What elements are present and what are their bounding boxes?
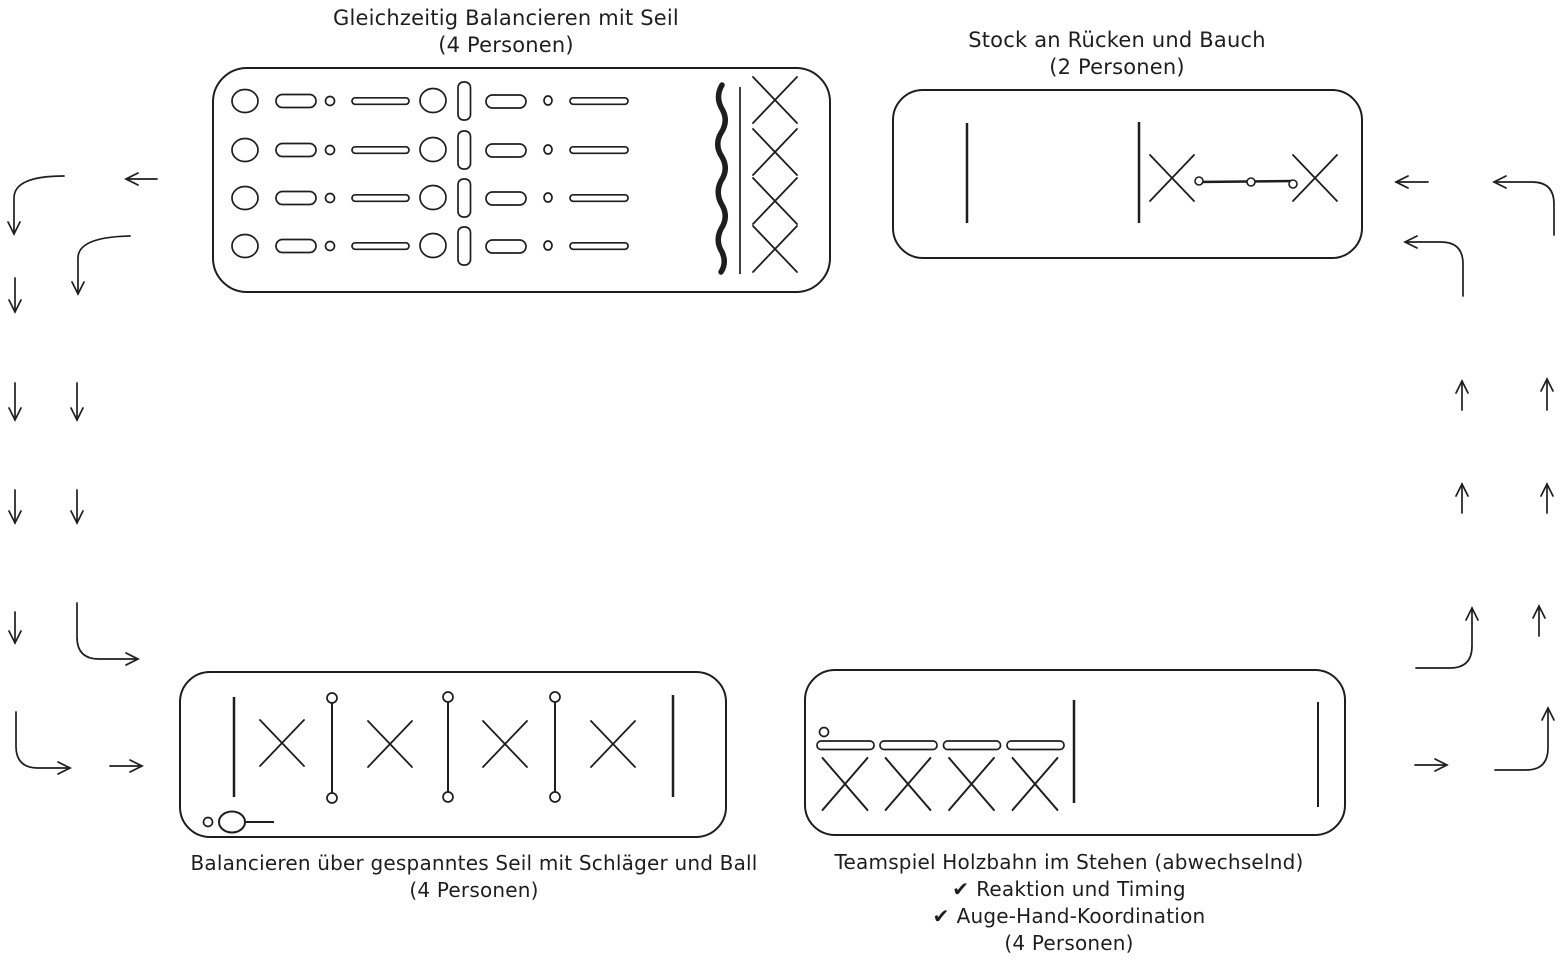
station-title: Gleichzeitig Balancieren mit Seil xyxy=(333,6,679,30)
station-box xyxy=(804,669,1346,836)
track-segment-with-person xyxy=(944,741,1001,810)
flow-arrows-right xyxy=(1394,175,1555,772)
racket-and-ball-icon xyxy=(202,810,274,834)
person-x-icon xyxy=(482,720,528,768)
flow-arrow-turn-up-icon xyxy=(1494,706,1555,771)
flow-arrow-turn-up-icon xyxy=(1415,606,1479,669)
rope-wavy-icon xyxy=(715,82,728,275)
station-title: Teamspiel Holzbahn im Stehen (abwechseln… xyxy=(834,850,1304,874)
station-bottom-right-drawing xyxy=(804,669,1346,836)
person-x-icon xyxy=(259,719,305,767)
person-x-icon xyxy=(590,720,636,768)
bullet-line: ✔Auge-Hand-Koordination xyxy=(769,903,1369,930)
station-top-left-title: Gleichzeitig Balancieren mit Seil (4 Per… xyxy=(206,5,806,59)
station-top-right-title: Stock an Rücken und Bauch (2 Personen) xyxy=(817,27,1417,81)
check-icon: ✔ xyxy=(952,877,970,901)
ball-icon xyxy=(818,726,830,738)
track-segment-with-person xyxy=(817,741,874,810)
person-x-icon xyxy=(752,128,798,176)
person-x-icon xyxy=(752,177,798,225)
tensioned-rope-icon xyxy=(326,692,338,804)
person-x-icon xyxy=(367,720,413,768)
flow-arrow-turn-down-icon xyxy=(71,235,131,296)
station-title: Stock an Rücken und Bauch xyxy=(968,28,1266,52)
station-box xyxy=(892,89,1363,259)
station-bottom-right-caption: Teamspiel Holzbahn im Stehen (abwechseln… xyxy=(769,849,1369,957)
flow-arrow-turn-down-icon xyxy=(7,175,65,236)
stick-with-grips-icon xyxy=(1194,176,1298,189)
person-x-icon xyxy=(1149,154,1195,202)
flow-arrow-turn-left-icon xyxy=(1403,235,1464,297)
bullet-text: Reaktion und Timing xyxy=(976,877,1186,901)
bullet-line: ✔Reaktion und Timing xyxy=(769,876,1369,903)
person-x-icon xyxy=(752,76,798,124)
station-people-count: (2 Personen) xyxy=(1049,55,1185,79)
person-x-icon xyxy=(1292,154,1338,202)
flow-arrow-turn-right-icon xyxy=(76,602,140,666)
station-people-count: (4 Personen) xyxy=(438,33,574,57)
check-icon: ✔ xyxy=(932,904,950,928)
tensioned-rope-icon xyxy=(442,691,454,803)
tensioned-rope-icon xyxy=(549,691,561,803)
station-top-left-drawing xyxy=(212,67,831,293)
person-x-icon xyxy=(752,225,798,273)
station-box xyxy=(212,67,831,293)
station-top-right-drawing xyxy=(892,89,1363,259)
track-segment-with-person xyxy=(880,741,937,810)
station-box xyxy=(179,671,727,838)
flow-arrow-turn-left-icon xyxy=(1492,175,1555,236)
equipment-row xyxy=(231,81,629,121)
station-bottom-left-drawing xyxy=(179,671,727,838)
flow-arrow-turn-right-icon xyxy=(15,711,72,775)
bullet-text: Auge-Hand-Koordination xyxy=(956,904,1206,928)
equipment-row xyxy=(231,226,629,266)
equipment-row xyxy=(231,178,629,218)
station-people-count: (4 Personen) xyxy=(1004,931,1134,955)
track-segment-with-person xyxy=(1007,741,1064,810)
station-bottom-left-caption: Balancieren über gespanntes Seil mit Sch… xyxy=(174,850,774,904)
station-title: Balancieren über gespanntes Seil mit Sch… xyxy=(190,851,758,875)
station-people-count: (4 Personen) xyxy=(409,878,539,902)
flow-arrows-left xyxy=(7,172,158,775)
equipment-row xyxy=(231,130,629,170)
